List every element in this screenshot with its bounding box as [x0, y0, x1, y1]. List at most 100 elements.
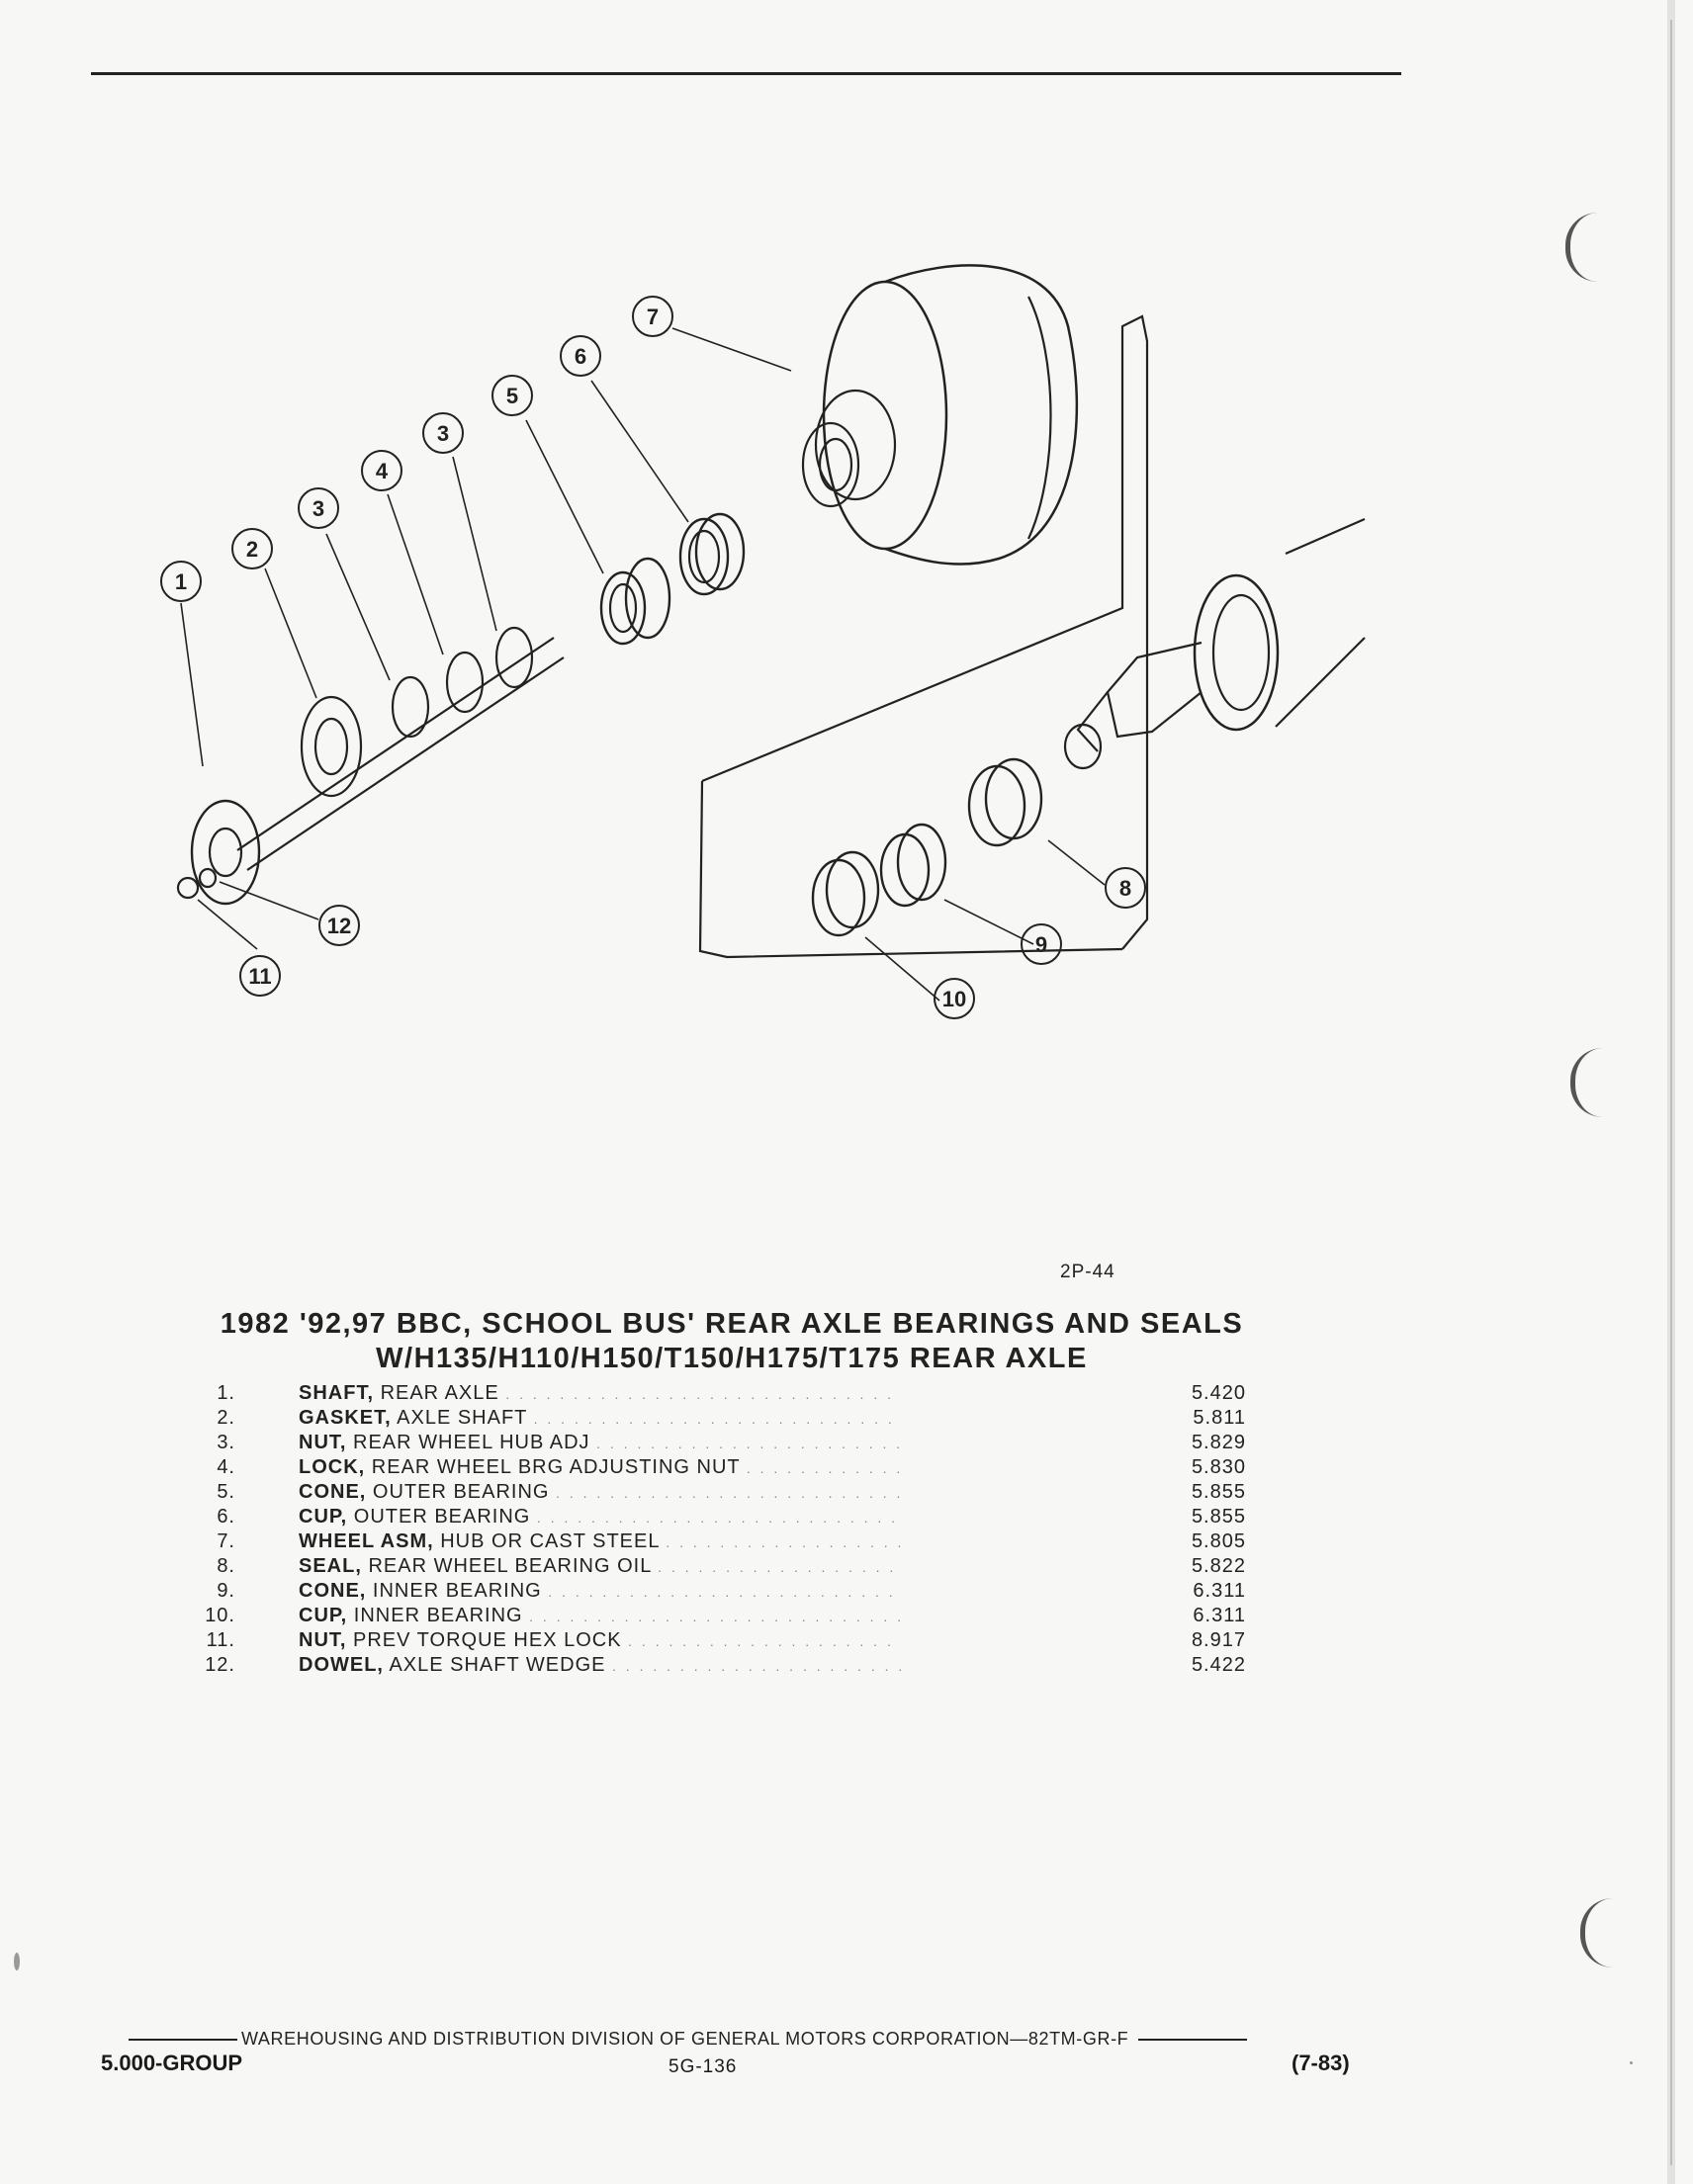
- callout-label: 9: [1035, 932, 1047, 957]
- part-description: CUP, OUTER BEARING . . . . . . . . . . .…: [299, 1506, 902, 1529]
- part-number: 3.: [217, 1432, 235, 1453]
- callout-label: 5: [506, 384, 518, 408]
- top-rule: [91, 72, 1401, 75]
- part-description: NUT, REAR WHEEL HUB ADJ . . . . . . . . …: [299, 1432, 902, 1454]
- parts-list-row: 7.WHEEL ASM, HUB OR CAST STEEL . . . . .…: [188, 1530, 1246, 1555]
- dot-leader: . . . . . . . . . . . . . . . . . . . . …: [746, 1460, 902, 1476]
- part-number: 7.: [217, 1530, 235, 1552]
- part-detail: REAR WHEEL HUB ADJ: [353, 1432, 590, 1453]
- group-number: 5.422: [1191, 1654, 1246, 1676]
- binder-hole-mark: [1580, 1898, 1613, 1967]
- axle-housing-panel: [698, 314, 1366, 959]
- group-number: 5.805: [1191, 1530, 1246, 1552]
- part-description: SHAFT, REAR AXLE . . . . . . . . . . . .…: [299, 1382, 902, 1405]
- dot-leader: . . . . . . . . . . . . . . . . . . . . …: [666, 1534, 902, 1550]
- page-title-line-2: W/H135/H110/H150/T150/H175/T175 REAR AXL…: [376, 1343, 1088, 1374]
- group-number: 5.420: [1191, 1382, 1246, 1404]
- part-detail: INNER BEARING: [372, 1580, 542, 1602]
- group-number: 5.822: [1191, 1555, 1246, 1577]
- footer-publisher: WAREHOUSING AND DISTRIBUTION DIVISION OF…: [241, 2029, 1129, 2049]
- part-detail: REAR WHEEL BEARING OIL: [368, 1555, 652, 1577]
- spindle: [1063, 573, 1280, 770]
- part-name: SHAFT,: [299, 1382, 374, 1404]
- hub-drum: [801, 264, 1079, 566]
- inner-bearing-cup: [811, 850, 880, 937]
- footer-rule-right: [1138, 2038, 1248, 2041]
- part-name: LOCK,: [299, 1456, 366, 1478]
- part-name: GASKET,: [299, 1407, 392, 1429]
- part-number: 2.: [217, 1407, 235, 1429]
- parts-list-row: 2. GASKET, AXLE SHAFT . . . . . . . . . .…: [188, 1407, 1246, 1432]
- group-number: 8.917: [1191, 1629, 1246, 1651]
- dot-leader: . . . . . . . . . . . . . . . . . . . . …: [548, 1584, 902, 1600]
- part-detail: PREV TORQUE HEX LOCK: [353, 1629, 622, 1651]
- callout-label: 6: [575, 344, 586, 369]
- footer-revision-date: (7-83): [1292, 2051, 1350, 2075]
- part-detail: AXLE SHAFT: [397, 1407, 528, 1429]
- parts-list-row: 5. CONE, OUTER BEARING . . . . . . . . . …: [188, 1481, 1246, 1506]
- dot-leader: . . . . . . . . . . . . . . . . . . . . …: [536, 1510, 902, 1526]
- group-number: 5.855: [1191, 1506, 1246, 1528]
- dot-leader: . . . . . . . . . . . . . . . . . . . . …: [596, 1436, 902, 1451]
- hub-nut-and-lock: [391, 626, 534, 739]
- part-name: CONE,: [299, 1481, 367, 1503]
- part-name: SEAL,: [299, 1555, 362, 1577]
- footer-page-number: 5G-136: [668, 2056, 738, 2077]
- group-number: 5.855: [1191, 1481, 1246, 1503]
- part-number: 6.: [217, 1506, 235, 1528]
- part-description: CONE, INNER BEARING . . . . . . . . . . …: [299, 1580, 902, 1603]
- figure-code: 2P-44: [1060, 1262, 1115, 1282]
- part-number: 10.: [205, 1605, 235, 1626]
- part-detail: HUB OR CAST STEEL: [440, 1530, 660, 1552]
- part-description: NUT, PREV TORQUE HEX LOCK . . . . . . . …: [299, 1629, 902, 1652]
- footer-publisher-line: WAREHOUSING AND DISTRIBUTION DIVISION OF…: [129, 2029, 1365, 2050]
- dot-leader: . . . . . . . . . . . . . . . . . . . . …: [505, 1386, 902, 1402]
- wheel-bearing-oil-seal: [967, 757, 1043, 847]
- group-number: 5.830: [1191, 1456, 1246, 1478]
- part-name: CONE,: [299, 1580, 367, 1602]
- part-number: 9.: [217, 1580, 235, 1602]
- parts-list-row: 9. CONE, INNER BEARING . . . . . . . . . …: [188, 1580, 1246, 1605]
- callout-label: 12: [327, 914, 351, 938]
- parts-list-row: 3. NUT, REAR WHEEL HUB ADJ . . . . . . . …: [188, 1432, 1246, 1456]
- group-number: 5.829: [1191, 1432, 1246, 1453]
- outer-bearing-cup: [678, 512, 746, 596]
- callout-label: 7: [647, 305, 659, 329]
- parts-list-row: 12.DOWEL, AXLE SHAFT WEDGE . . . . . . .…: [188, 1654, 1246, 1679]
- callout-label: 3: [312, 496, 324, 521]
- part-number: 5.: [217, 1481, 235, 1503]
- footer-group-label: 5.000-GROUP: [101, 2051, 243, 2075]
- dot-leader: . . . . . . . . . . . . . . . . . . . . …: [658, 1559, 902, 1575]
- part-number: 4.: [217, 1456, 235, 1478]
- part-detail: OUTER BEARING: [372, 1481, 550, 1503]
- callout-bubbles: [160, 296, 1146, 1019]
- callout-label: 10: [942, 987, 966, 1011]
- part-detail: INNER BEARING: [353, 1605, 523, 1626]
- part-description: LOCK, REAR WHEEL BRG ADJUSTING NUT . . .…: [299, 1456, 902, 1479]
- axle-shaft: [190, 637, 565, 906]
- part-detail: OUTER BEARING: [353, 1506, 531, 1528]
- leader-lines: [180, 327, 1106, 1002]
- part-description: CONE, OUTER BEARING . . . . . . . . . . …: [299, 1481, 902, 1504]
- parts-list-row: 10. CUP, INNER BEARING . . . . . . . . . …: [188, 1605, 1246, 1629]
- part-number: 1.: [217, 1382, 235, 1404]
- dowel-and-nut: [176, 867, 218, 900]
- parts-list-row: 8.SEAL, REAR WHEEL BEARING OIL . . . . .…: [188, 1555, 1246, 1580]
- exploded-axle-diagram: 1 2 3 4 3 5 6 7 8 9 10 11 12: [160, 264, 1366, 1019]
- dot-leader: . . . . . . . . . . . . . . . . . . . . …: [533, 1411, 902, 1427]
- callout-label: 2: [246, 537, 258, 562]
- outer-bearing-cone: [599, 557, 671, 646]
- dot-leader: . . . . . . . . . . . . . . . . . . . . …: [529, 1609, 902, 1624]
- part-number: 11.: [206, 1629, 235, 1651]
- part-description: CUP, INNER BEARING . . . . . . . . . . .…: [299, 1605, 902, 1627]
- part-name: NUT,: [299, 1629, 347, 1651]
- callout-label: 4: [376, 459, 389, 483]
- binder-hole-mark: [1570, 1048, 1603, 1117]
- callout-label: 3: [437, 421, 449, 446]
- footer-rule-left: [129, 2038, 237, 2041]
- parts-list-row: 11. NUT, PREV TORQUE HEX LOCK . . . . . .…: [188, 1629, 1246, 1654]
- page-edge-line: [1670, 20, 1672, 2165]
- part-description: DOWEL, AXLE SHAFT WEDGE . . . . . . . . …: [299, 1654, 902, 1677]
- parts-list-row: 4. LOCK, REAR WHEEL BRG ADJUSTING NUT . .…: [188, 1456, 1246, 1481]
- part-description: SEAL, REAR WHEEL BEARING OIL . . . . . .…: [299, 1555, 902, 1578]
